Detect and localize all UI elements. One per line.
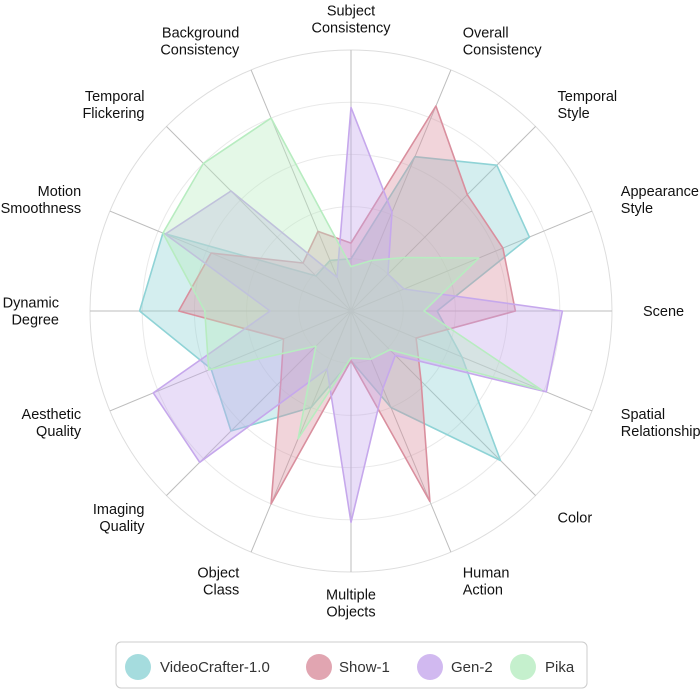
axis-label-line: Flickering	[82, 106, 144, 122]
axis-label-line: Dynamic	[3, 296, 59, 312]
legend-item[interactable]: Gen-2	[417, 654, 493, 680]
axis-spoke	[350, 210, 593, 312]
axis-label-line: Temporal	[85, 89, 145, 105]
axis-label-line: Style	[558, 106, 590, 122]
legend-label: Pika	[545, 659, 575, 676]
series-area-2	[152, 106, 564, 524]
axis-label-line: Overall	[463, 26, 509, 42]
axis-label: Color	[558, 511, 593, 527]
axis-label-line: Smoothness	[1, 201, 82, 217]
axis-spoke	[350, 310, 536, 496]
axis-label-line: Consistency	[312, 21, 392, 37]
axis-label: Scene	[643, 304, 684, 320]
legend-swatch	[306, 654, 332, 680]
axis-label-line: Spatial	[621, 407, 665, 423]
axis-label-line: Motion	[38, 184, 82, 200]
legend-item[interactable]: Show-1	[306, 654, 390, 680]
axis-spoke	[250, 310, 352, 553]
axis-label-line: Style	[621, 201, 653, 217]
series-area-1	[177, 105, 517, 505]
axis-label-line: Subject	[327, 4, 375, 20]
axis-spoke	[109, 210, 352, 312]
radar-series	[138, 105, 564, 524]
axis-label-line: Appearance	[621, 184, 699, 200]
axis-label-line: Action	[463, 582, 503, 598]
legend: VideoCrafter-1.0 Show-1 Gen-2 Pika	[115, 641, 588, 689]
legend-label: Show-1	[339, 659, 390, 676]
axis-label-line: Human	[463, 565, 510, 581]
axis-label-line: Scene	[643, 304, 684, 320]
axis-spoke	[250, 69, 352, 312]
axis-label-line: Temporal	[558, 89, 618, 105]
axis-label-line: Relationship	[621, 424, 700, 440]
axis-spoke	[109, 310, 352, 412]
axis-label-line: Aesthetic	[22, 407, 82, 423]
legend-label: VideoCrafter-1.0	[160, 659, 270, 676]
axis-spoke	[166, 310, 352, 496]
axis-label-line: Consistency	[463, 43, 543, 59]
axis-label-line: Multiple	[326, 588, 376, 604]
axis-label-line: Objects	[326, 605, 375, 621]
legend-swatch	[417, 654, 443, 680]
axis-label-line: Background	[162, 26, 239, 42]
legend-label: Gen-2	[451, 659, 493, 676]
legend-item[interactable]: Pika	[510, 654, 575, 680]
legend-swatch	[125, 654, 151, 680]
legend-box	[115, 641, 588, 689]
axis-label-line: Quality	[99, 519, 145, 535]
axis-spoke	[350, 126, 536, 312]
legend-swatch	[510, 654, 536, 680]
axis-label-line: Color	[558, 511, 593, 527]
axis-spoke	[350, 310, 452, 553]
axis-label-line: Object	[197, 565, 239, 581]
axis-label-line: Class	[203, 582, 239, 598]
axis-label-line: Quality	[36, 424, 82, 440]
legend-item[interactable]: VideoCrafter-1.0	[125, 654, 270, 680]
axis-label-line: Imaging	[93, 502, 145, 518]
axis-label-line: Consistency	[160, 43, 240, 59]
axis-spoke	[350, 310, 593, 412]
axis-spoke	[166, 126, 352, 312]
series-area-3	[162, 117, 543, 440]
axis-label-line: Degree	[11, 313, 59, 329]
